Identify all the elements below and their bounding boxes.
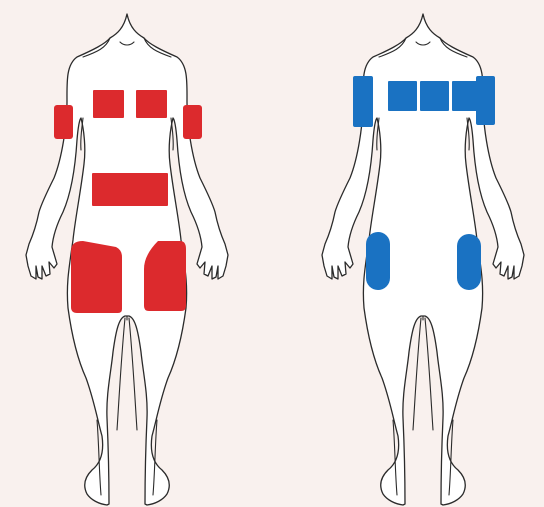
- injection-zone-upper-arm-left: [54, 105, 73, 139]
- injection-zone-upper-back-center: [420, 81, 449, 111]
- injection-zone-upper-arm-right: [183, 105, 202, 139]
- injection-zone-upper-back-left: [93, 90, 124, 118]
- injection-zone-hip-left: [366, 232, 390, 290]
- injection-zone-upper-arm-right: [476, 76, 495, 125]
- injection-zone-upper-back-left: [388, 81, 417, 111]
- injection-zone-lower-back: [92, 173, 168, 206]
- injection-zone-upper-back-right: [136, 90, 167, 118]
- injection-zone-buttock-right: [144, 241, 186, 311]
- injection-zone-upper-arm-left: [353, 76, 373, 127]
- injection-zone-buttock-left: [71, 241, 122, 313]
- injection-zone-hip-right: [457, 234, 481, 290]
